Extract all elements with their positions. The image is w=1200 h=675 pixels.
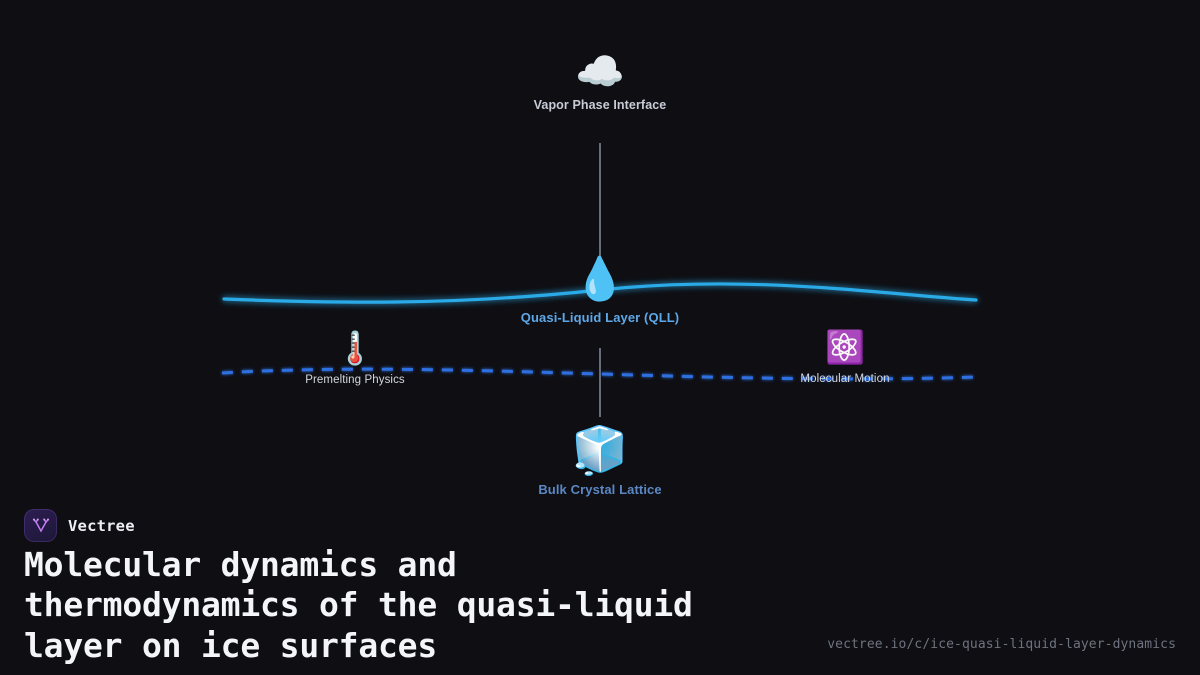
droplet-icon: 💧 [573, 255, 627, 302]
diagram-node-vapor-phase-interface[interactable]: ☁️ Vapor Phase Interface [470, 52, 730, 112]
vectree-logo-icon [24, 509, 57, 542]
diagram-node-label: Molecular Motion [800, 373, 890, 385]
cloud-icon: ☁️ [575, 50, 625, 94]
page-title: Molecular dynamics and thermodynamics of… [24, 545, 693, 665]
brand[interactable]: Vectree [24, 509, 135, 542]
atom-icon: ⚛️ [825, 329, 865, 365]
diagram-node-label: Premelting Physics [305, 374, 405, 386]
page-url: vectree.io/c/ice-quasi-liquid-layer-dyna… [827, 637, 1176, 652]
diagram-node-bulk-crystal-lattice[interactable]: 🧊 Bulk Crystal Lattice [470, 427, 730, 496]
diagram-node-premelting-physics[interactable]: 🌡️ Premelting Physics [225, 332, 485, 387]
diagram-node-label: Bulk Crystal Lattice [538, 482, 662, 497]
diagram-node-label: Quasi-Liquid Layer (QLL) [520, 310, 680, 325]
thermometer-icon: 🌡️ [335, 330, 375, 366]
diagram-node-molecular-motion[interactable]: ⚛️ Molecular Motion [715, 331, 975, 386]
footer: Vectree Molecular dynamics and thermodyn… [0, 500, 1200, 675]
diagram-node-label: Vapor Phase Interface [533, 98, 667, 112]
diagram-node-quasi-liquid-layer[interactable]: 💧 Quasi-Liquid Layer (QLL) [470, 255, 730, 325]
brand-name: Vectree [68, 516, 135, 535]
ice-cube-icon: 🧊 [571, 424, 629, 476]
